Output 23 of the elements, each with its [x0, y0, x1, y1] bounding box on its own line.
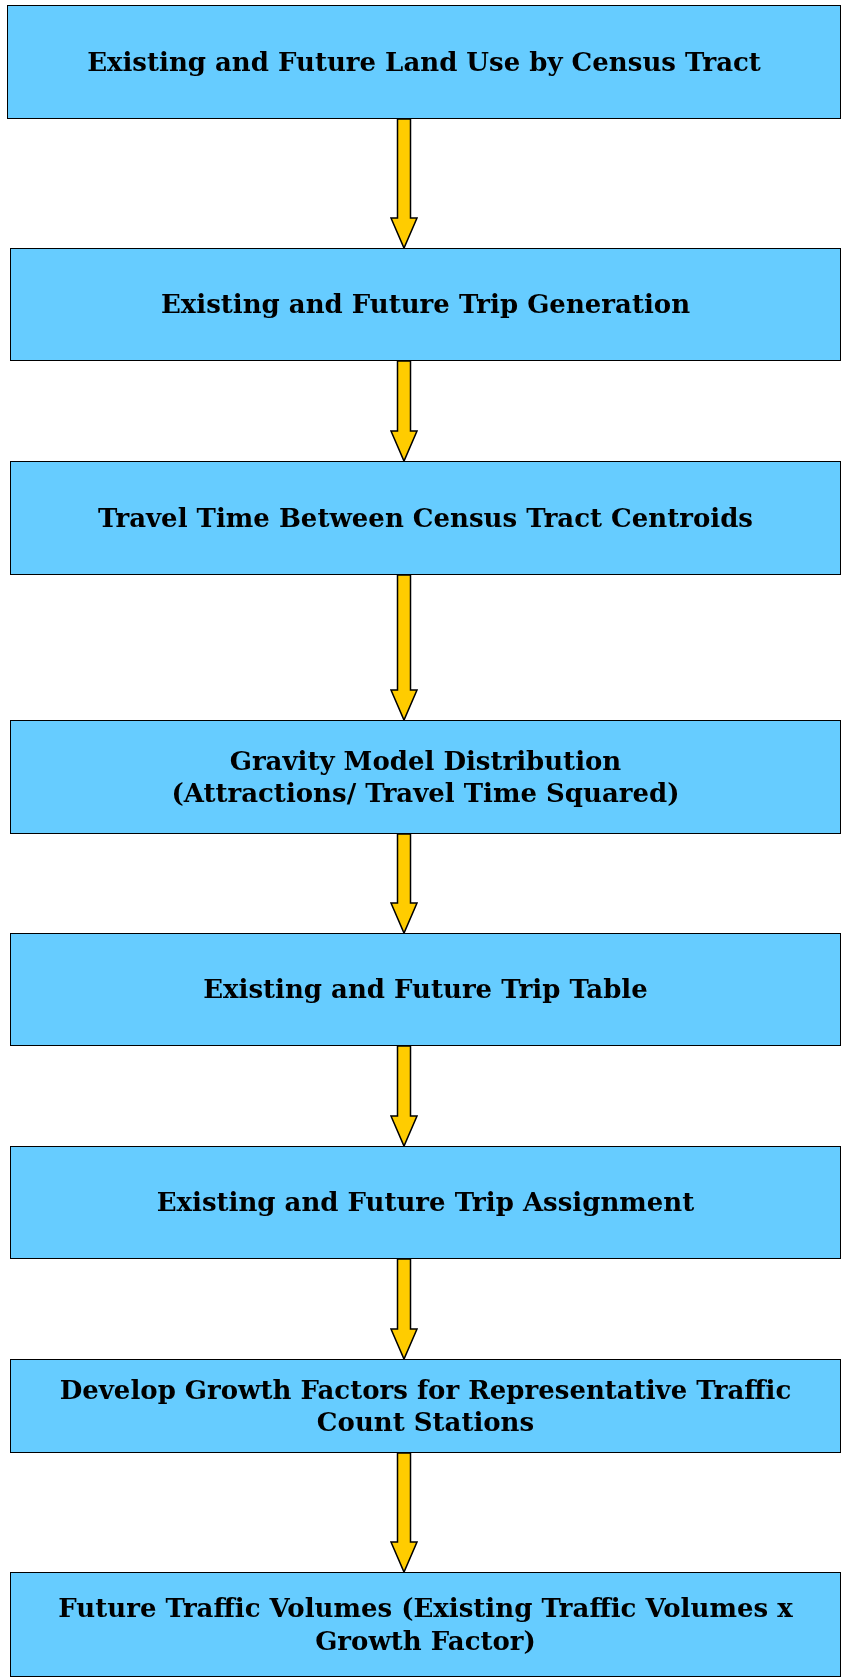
process-box	[10, 720, 841, 834]
process-box	[10, 1359, 841, 1453]
box-label: Gravity Model Distribution (Attractions/ Travel Time Squared)	[170, 744, 681, 810]
process-box	[10, 248, 841, 361]
arrow	[389, 118, 419, 250]
box-label: Future Traffic Volumes (Existing Traffic Volumes x Growth Factor)	[57, 1592, 794, 1657]
process-box	[10, 933, 841, 1046]
process-box	[10, 1572, 841, 1677]
process-box	[7, 5, 841, 119]
box-label: Develop Growth Factors for Representative Traffic Count Stations	[58, 1373, 793, 1439]
box-label: Existing and Future Land Use by Census Tract	[87, 45, 761, 79]
arrow	[389, 1258, 419, 1361]
box-label: Existing and Future Trip Assignment	[156, 1186, 695, 1219]
box-label: Existing and Future Trip Generation	[160, 288, 691, 321]
arrow	[389, 833, 419, 935]
arrow	[389, 574, 419, 722]
process-box	[10, 461, 841, 575]
box-label: Existing and Future Trip Table	[203, 973, 648, 1006]
arrow	[389, 360, 419, 463]
box-label: Travel Time Between Census Tract Centroids	[98, 501, 753, 535]
arrow	[389, 1452, 419, 1574]
process-box	[10, 1146, 841, 1259]
arrow	[389, 1045, 419, 1148]
